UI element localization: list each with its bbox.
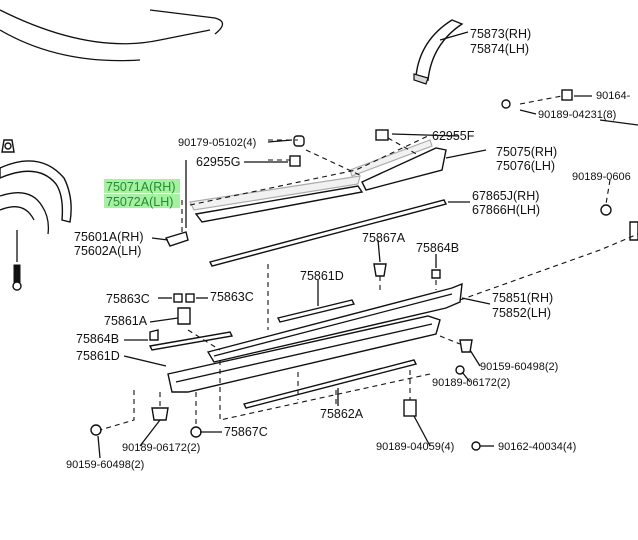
guide-lines [99, 95, 638, 431]
strip-75861D-top [276, 299, 356, 323]
label-67865J: 67865J(RH) [472, 189, 539, 203]
label-62955F: 62955F [432, 129, 475, 143]
label-67866H: 67866H(LH) [472, 203, 540, 217]
label-90189-04059: 90189-04059(4) [376, 441, 454, 453]
label-90189-06172-right: 90189-06172(2) [432, 377, 510, 389]
label-90159-right: 90159-60498(2) [480, 361, 558, 373]
rocker-75861A [167, 315, 441, 393]
label-75862A: 75862A [320, 407, 364, 421]
label-62955G: 62955G [196, 155, 240, 169]
label-75861D-top: 75861D [300, 269, 344, 283]
rocker-75851 [206, 282, 463, 363]
label-75075: 75075(RH) [496, 145, 557, 159]
label-90164: 90164- [596, 90, 631, 102]
label-75863C-left: 75863C [106, 292, 150, 306]
label-75873: 75873(RH) [470, 27, 531, 41]
leader-lines [97, 31, 592, 459]
label-75864B-left: 75864B [76, 332, 119, 346]
label-75874: 75874(LH) [470, 42, 529, 56]
label-90179: 90179-05102(4) [178, 137, 256, 149]
label-75851: 75851(RH) [492, 291, 553, 305]
label-75602A: 75602A(LH) [74, 244, 141, 258]
front-wheel-arch [0, 160, 72, 235]
strip-67865J [208, 199, 448, 267]
label-75861D-left: 75861D [76, 349, 120, 363]
label-90189-06172-left: 90189-06172(2) [122, 442, 200, 454]
trim-75601A [165, 231, 189, 247]
body-outline [0, 9, 638, 126]
label-75864B-top: 75864B [416, 241, 459, 255]
rear-arch-moulding [413, 19, 464, 85]
label-75601A: 75601A(RH) [74, 230, 143, 244]
clips [90, 89, 638, 451]
label-75076: 75076(LH) [496, 159, 555, 173]
part-labels: 75873(RH) 75874(LH) 90164- 90189-04231(8… [66, 27, 631, 471]
moulding-75071A [189, 175, 364, 223]
strip-75862A [242, 359, 418, 409]
highlight-75072A [104, 194, 180, 208]
highlight-75071A [104, 179, 180, 193]
label-75867C: 75867C [224, 425, 268, 439]
label-75867A: 75867A [362, 231, 406, 245]
label-90189-0606: 90189-0606 [572, 171, 631, 183]
label-75852: 75852(LH) [492, 306, 551, 320]
label-75861A: 75861A [104, 314, 148, 328]
arch-clip-left [1, 139, 22, 291]
label-90189-04231: 90189-04231(8) [538, 109, 616, 121]
label-75072A: 75072A(LH) [106, 195, 173, 209]
label-90159-left: 90159-60498(2) [66, 459, 144, 471]
label-75071A: 75071A(RH) [106, 180, 175, 194]
moulding-75075 [349, 139, 447, 191]
label-90162: 90162-40034(4) [498, 441, 576, 453]
label-75863C-right: 75863C [210, 290, 254, 304]
strip-75864B-left [148, 331, 234, 351]
